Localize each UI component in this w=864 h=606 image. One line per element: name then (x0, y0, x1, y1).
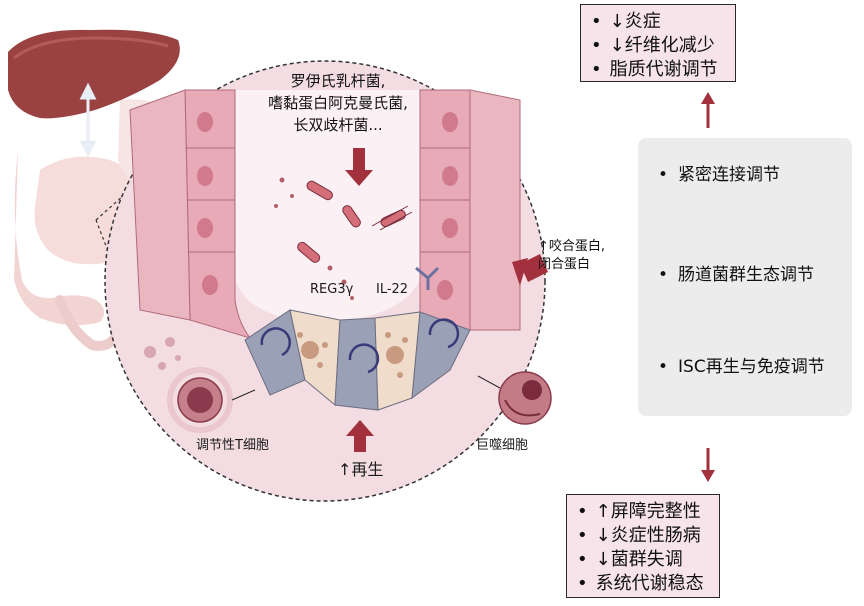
epithelium-outer-left (129, 89, 191, 321)
colon-shape (14, 150, 105, 326)
gut-liver-arrow (79, 82, 97, 158)
liver-shape (8, 29, 180, 119)
tight-junction-label: ↑咬合蛋白, 闭合蛋白 (538, 238, 605, 274)
il22-molecule (415, 266, 440, 290)
down-arrow-icon (701, 448, 715, 482)
bottom-outcome-item: ↓炎症性肠病 (577, 524, 709, 548)
mechanism-item: 肠道菌群生态调节 (658, 260, 814, 285)
epithelium-outer-right (469, 89, 521, 331)
bottom-outcome-item: 系统代谢稳态 (577, 572, 709, 596)
epithelium-right (419, 89, 471, 342)
bacteria-label-line: 罗伊氏乳杆菌, (290, 72, 386, 90)
liver-highlight (13, 36, 169, 60)
bacteria-label: 罗伊氏乳杆菌, 嗜黏蛋白阿克曼氏菌, 长双歧杆菌... (258, 70, 418, 136)
anatomy-illustration (8, 29, 552, 502)
tight-junction-arrow (512, 254, 548, 286)
top-outcome-item: ↓炎症 (591, 10, 725, 34)
tight-junction-label-line: ↑咬合蛋白, (538, 239, 606, 254)
macrophage-cell (498, 371, 552, 425)
treg-cell (167, 367, 233, 433)
bottom-outcome-item: ↑屏障完整性 (577, 500, 709, 524)
macrophage-label: 巨噬细胞 (476, 438, 529, 453)
crypt-base-cells (244, 309, 471, 411)
il22-label: IL-22 (376, 282, 409, 297)
mechanism-panel: 紧密连接调节 肠道菌群生态调节 ISC再生与免疫调节 (638, 138, 852, 416)
top-outcome-item: ↓纤维化减少 (591, 34, 725, 58)
regeneration-arrow (346, 420, 374, 452)
crypt-lumen (235, 90, 420, 322)
epithelium-left (184, 89, 252, 339)
bacteria-arrow (345, 148, 373, 186)
bacteria-label-line: 长双歧杆菌... (293, 116, 383, 134)
bacteria-label-line: 嗜黏蛋白阿克曼氏菌, (268, 94, 408, 112)
tight-junction-label-line: 闭合蛋白 (538, 257, 591, 272)
mechanism-item: 紧密连接调节 (658, 160, 780, 185)
bottom-outcome-box: ↑屏障完整性 ↓炎症性肠病 ↓菌群失调 系统代谢稳态 (566, 494, 720, 598)
bacteria (297, 180, 413, 263)
treg-label: 调节性T细胞 (196, 438, 269, 453)
bottom-outcome-item: ↓菌群失调 (577, 548, 709, 572)
regeneration-label: ↑再生 (338, 460, 384, 479)
top-outcome-item: 脂质代谢调节 (591, 58, 725, 82)
reg3-label: REG3γ (310, 282, 354, 297)
top-outcome-box: ↓炎症 ↓纤维化减少 脂质代谢调节 (580, 4, 736, 82)
up-arrow-icon (701, 92, 715, 128)
mechanism-item: ISC再生与免疫调节 (658, 352, 825, 377)
